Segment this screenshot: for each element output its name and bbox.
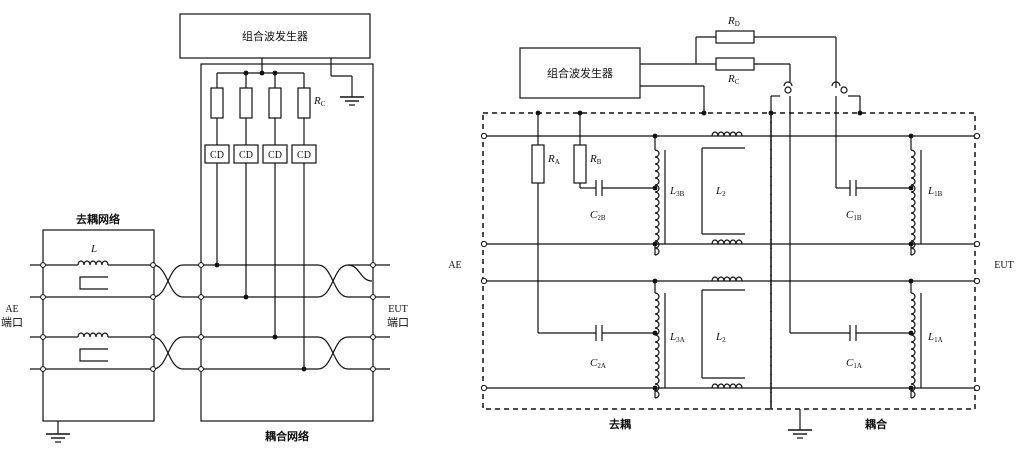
right-rd-label: RD: [727, 15, 740, 28]
left-inductor-label: L: [90, 243, 97, 255]
left-ae-port-label: 端口: [1, 316, 23, 329]
right-c2a-label: C2A: [590, 357, 606, 370]
right-resistor-rb: [573, 144, 587, 184]
right-resistor-ra: [531, 144, 545, 184]
right-resistor-rc: [715, 57, 755, 71]
right-couple-label: 耦合: [865, 417, 888, 431]
left-resistor-4: [297, 87, 311, 119]
left-generator-label: 组合波发生器: [242, 29, 308, 43]
right-couple-box: [770, 112, 976, 410]
right-ra-label: RA: [547, 153, 560, 166]
left-bottom-ground-icon: [45, 433, 71, 443]
left-coupling-label: 耦合网络: [265, 429, 309, 443]
left-inductor-1-icon: [77, 260, 109, 266]
left-coupling-network-box: [200, 63, 374, 422]
left-decoupling-label: 去耦网络: [76, 212, 120, 226]
right-generator-box: [519, 47, 641, 99]
right-inductor-l1b-icon: [910, 149, 916, 256]
left-inductor-3-icon: [77, 332, 109, 338]
right-eut-label: EUT: [994, 260, 1013, 271]
right-inductor-l1a-icon: [910, 292, 916, 399]
left-generator-ground-icon: [339, 96, 365, 106]
right-l1a-label: L1A: [927, 331, 943, 344]
left-cd-label-1: CD: [210, 150, 224, 161]
right-decouple-box: [482, 112, 772, 410]
right-decouple-label: 去耦: [609, 417, 631, 431]
right-c1a-label: C1A: [846, 357, 862, 370]
right-inductor-l3b-icon: [654, 149, 660, 256]
right-c2b-label: C2B: [590, 209, 606, 222]
right-inductor-l3a-icon: [654, 292, 660, 399]
left-cd-label-4: CD: [297, 150, 311, 161]
right-ground-icon: [787, 429, 813, 439]
right-l3a-label: L3A: [669, 331, 685, 344]
right-c1b-label: C1B: [846, 209, 862, 222]
left-resistor-2: [239, 87, 253, 119]
right-l2-bottom-label: L2: [715, 331, 726, 344]
right-resistor-rd: [715, 30, 755, 44]
right-l2-top-label: L2: [715, 185, 726, 198]
right-l1b-label: L1B: [927, 185, 943, 198]
left-generator-box: [179, 13, 371, 59]
left-cd-label-3: CD: [268, 150, 282, 161]
right-rc-label: RC: [727, 73, 740, 86]
left-cd-label-2: CD: [239, 150, 253, 161]
right-ae-label: AE: [448, 260, 461, 271]
left-diagram: [30, 13, 390, 443]
left-eut-port-label: 端口: [387, 316, 409, 329]
left-eut-label: EUT: [388, 304, 407, 315]
right-diagram: [480, 30, 981, 439]
left-resistor-1: [210, 87, 224, 119]
left-resistor-3: [268, 87, 282, 119]
right-generator-label: 组合波发生器: [547, 66, 613, 80]
left-ae-label: AE: [5, 304, 18, 315]
left-decoupling-network-box: [42, 229, 155, 422]
right-l3b-label: L3B: [669, 185, 685, 198]
right-rb-label: RB: [589, 153, 602, 166]
left-resistor-label: RC: [313, 95, 326, 108]
